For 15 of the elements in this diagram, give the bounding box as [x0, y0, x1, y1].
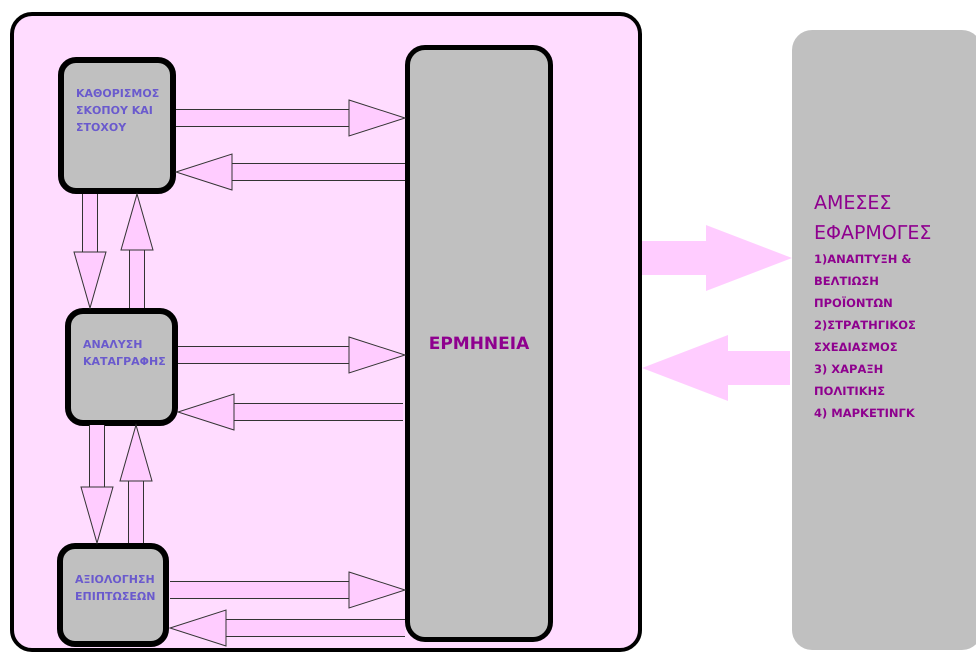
node-label: ΑΞΙΟΛΟΓΗΣΗ ΕΠΙΠΤΩΣΕΩΝ — [75, 572, 156, 605]
applications-box — [792, 30, 976, 650]
list-item-text: 1)ΑΝΑΠΤΥΞΗ & ΒΕΛΤΙΩΣΗ ΠΡΟΪΟΝΤΩΝ — [814, 251, 912, 312]
node-label: ΕΡΜΗΝΕΙΑ — [428, 334, 530, 354]
node-label: ΑΝΑΛΥΣΗ ΚΑΤΑΓΡΑΦΗΣ — [83, 337, 167, 370]
list-item-text: 4) ΜΑΡΚΕΤΙΝΓΚ — [814, 405, 916, 422]
outer-panel — [10, 12, 642, 652]
list-item-text: 3) ΧΑΡΑΞΗ ΠΟΛΙΤΙΚΗΣ — [814, 361, 886, 400]
process-box — [65, 308, 178, 426]
interpretation-box — [405, 45, 553, 642]
process-box — [57, 543, 169, 647]
heading-text: ΑΜΕΣΕΣ ΕΦΑΡΜΟΓΕΣ — [814, 191, 932, 246]
process-box — [58, 57, 176, 194]
list-item-text: 2)ΣΤΡΑΤΗΓΙΚΟΣ ΣΧΕΔΙΑΣΜΟΣ — [814, 317, 917, 356]
node-label: ΚΑΘΟΡΙΣΜΟΣ ΣΚΟΠΟΥ ΚΑΙ ΣΤΟΧΟΥ — [76, 86, 160, 136]
